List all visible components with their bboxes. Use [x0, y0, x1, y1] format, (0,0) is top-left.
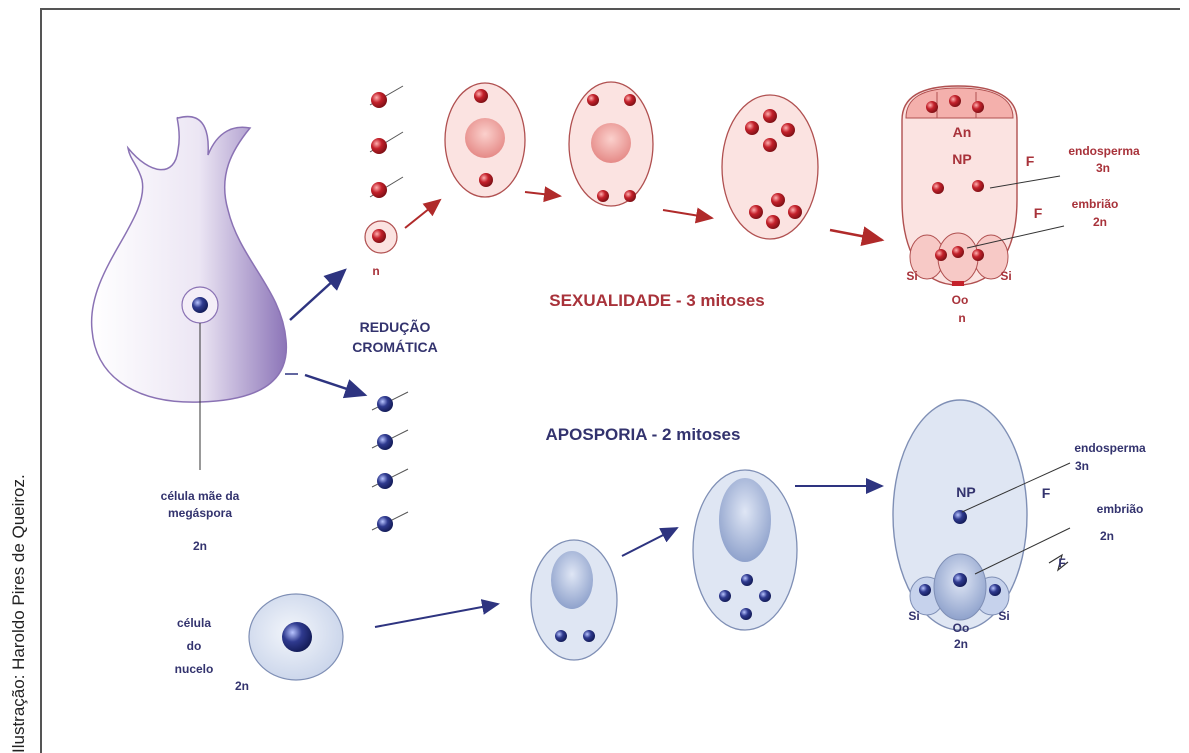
sexual-embryo-label: embrião	[1072, 197, 1119, 211]
apospory-endosperm-ploidy: 3n	[1075, 459, 1089, 473]
mother-cell-ploidy: 2n	[193, 539, 207, 553]
apospory-f1-label: F	[1042, 485, 1051, 501]
blue-arrow-1	[375, 604, 498, 627]
red-arrow-4	[830, 230, 882, 240]
nucellus-label-3: nucelo	[175, 662, 214, 676]
apospory-si-left: Si	[908, 609, 919, 623]
reduction-line-2: CROMÁTICA	[352, 339, 438, 355]
sexual-si-left: Si	[906, 269, 917, 283]
apospory-oo-ploidy: 2n	[954, 637, 968, 651]
blue-arrow-2	[622, 528, 677, 556]
apospory-f2-label: F	[1058, 556, 1065, 570]
aposporic-sac-stage-2	[693, 470, 797, 630]
apospory-si-right: Si	[998, 609, 1009, 623]
sexual-endosperm-label: endosperma	[1068, 144, 1140, 158]
aposporic-sac-stage-1	[531, 540, 617, 660]
red-arrow-1	[405, 200, 440, 228]
sexual-oo-label: Oo	[952, 293, 969, 307]
apospory-embryo-ploidy: 2n	[1100, 529, 1114, 543]
blue-megaspore-column	[372, 392, 408, 532]
nucellus-ploidy: 2n	[235, 679, 249, 693]
sexual-si-right: Si	[1000, 269, 1011, 283]
sexual-endosperm-ploidy: 3n	[1096, 161, 1110, 175]
apospory-embryo-label: embrião	[1097, 502, 1144, 516]
arrow-to-blue-spores	[305, 375, 365, 395]
reduction-line-1: REDUÇÃO	[360, 318, 431, 335]
mother-cell-label-2: megáspora	[168, 506, 232, 520]
sexual-embryo-ploidy: 2n	[1093, 215, 1107, 229]
red-arrow-2	[525, 192, 560, 196]
embryo-sac-stage-2	[569, 82, 653, 206]
apospory-endosperm-label: endosperma	[1074, 441, 1146, 455]
sexual-f1-label: F	[1026, 153, 1035, 169]
mature-embryo-sac-apospory	[893, 400, 1070, 630]
embryo-sac-stage-1	[445, 83, 525, 197]
sexual-np-label: NP	[952, 151, 971, 167]
apospory-oo-label: Oo	[953, 621, 970, 635]
sexual-an-label: An	[953, 124, 972, 140]
nucellus-label-2: do	[187, 639, 202, 653]
red-megaspore-column	[365, 86, 403, 253]
arrow-to-red-spores	[290, 270, 345, 320]
red-arrow-3	[663, 210, 712, 218]
sexual-title: SEXUALIDADE - 3 mitoses	[549, 291, 764, 310]
embryo-sac-stage-3	[722, 95, 818, 239]
mother-cell-label-1: célula mãe da	[161, 489, 240, 503]
haploid-label: n	[372, 264, 379, 278]
megaspore-mother-cell	[92, 117, 287, 470]
apospory-title: APOSPORIA - 2 mitoses	[546, 425, 741, 444]
apospory-np-label: NP	[956, 484, 975, 500]
mature-embryo-sac-sexual	[902, 86, 1064, 286]
sexual-f2-label: F	[1034, 205, 1043, 221]
nucellus-label-1: célula	[177, 616, 211, 630]
sexual-oo-ploidy: n	[958, 311, 965, 325]
nucellus-cell	[249, 594, 343, 680]
